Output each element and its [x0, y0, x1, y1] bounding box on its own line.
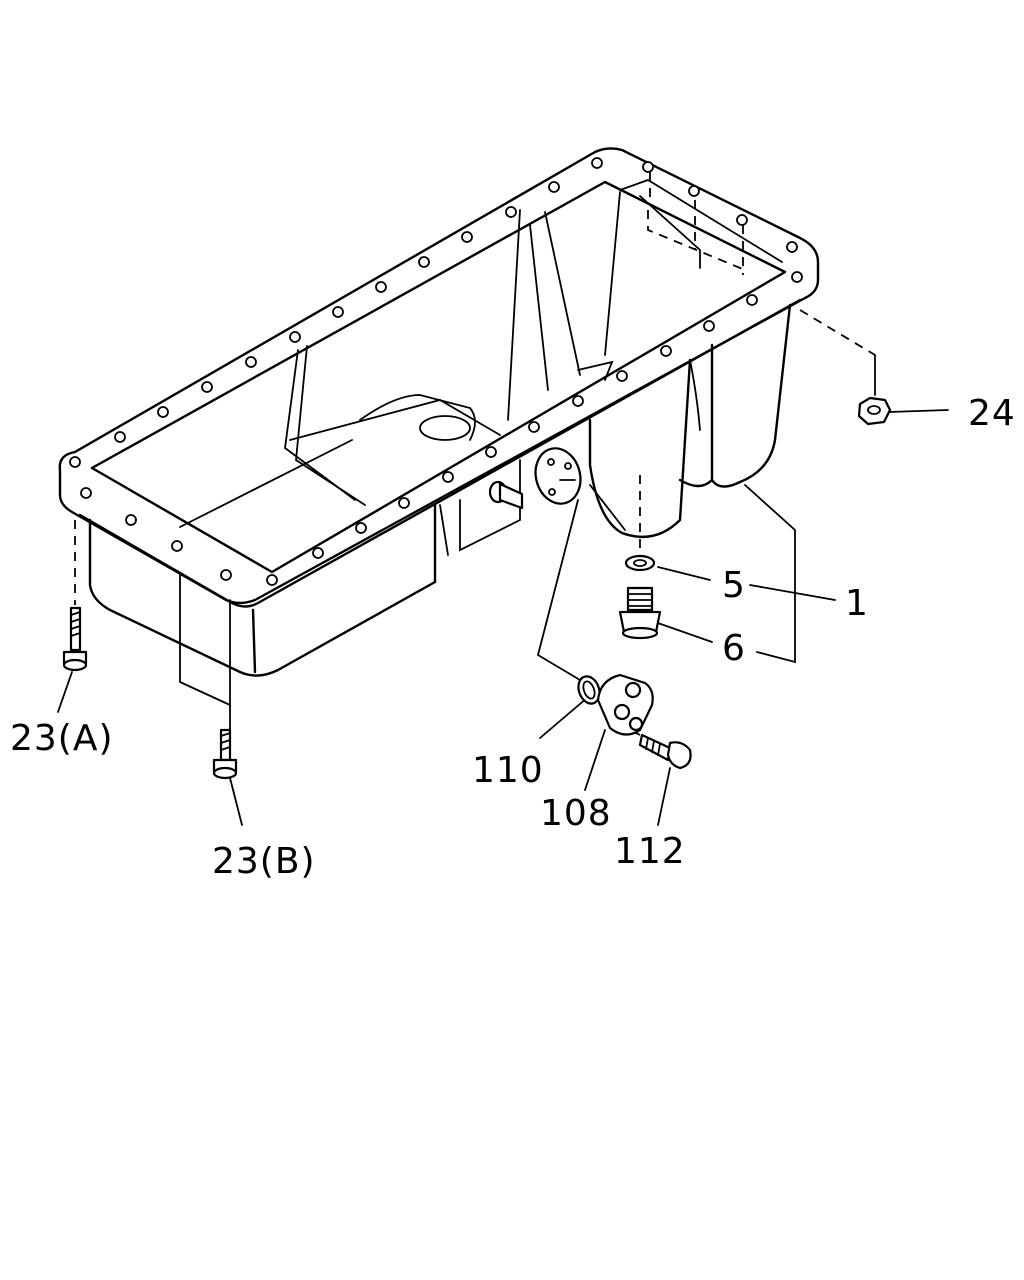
cooler-port: [534, 447, 582, 505]
leader-lines: [57, 309, 949, 826]
part-labels: 1 5 6 23(A) 23(B) 24 108 110 112: [10, 393, 1016, 882]
oil-pan: [58, 147, 820, 677]
label-part-112: 112: [614, 831, 686, 872]
label-part-108: 108: [540, 793, 612, 834]
label-part-1: 1: [845, 583, 869, 624]
bolt-23a: [62, 606, 88, 672]
label-part-5: 5: [722, 565, 746, 606]
washer-5: [624, 554, 656, 572]
bolt-23b: [212, 728, 238, 780]
nut-24: [857, 396, 892, 426]
label-part-24: 24: [968, 393, 1016, 434]
label-part-23a: 23(A): [10, 718, 114, 759]
side-stud: [488, 480, 524, 510]
flange-holes: [69, 157, 803, 586]
label-part-110: 110: [472, 750, 544, 791]
adapter-108: [596, 673, 654, 736]
label-part-23b: 23(B): [212, 841, 316, 882]
label-part-6: 6: [722, 628, 746, 669]
o-ring-110: [577, 675, 601, 705]
drain-plug-6: [618, 586, 662, 640]
bolt-112: [638, 733, 692, 770]
